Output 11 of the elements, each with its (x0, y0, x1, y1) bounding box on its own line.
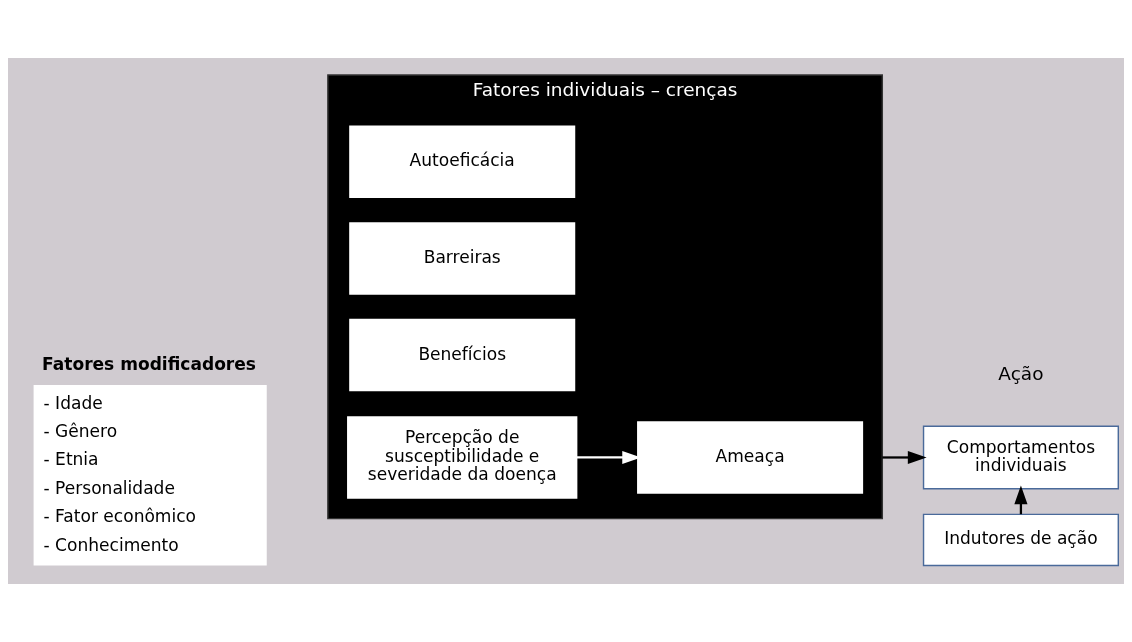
node-box: Comportamentos individuais (922, 425, 1119, 490)
node-box: Ameaça (637, 421, 864, 494)
arrow (882, 450, 927, 465)
node-box: Indutores de ação (922, 513, 1119, 567)
label: Ação (998, 362, 1044, 384)
node-label: Fatores modificadores (42, 354, 256, 375)
node-box: - Idade - Gênero - Etnia - Personalidade - Fator econômico - Conhecimento (33, 384, 267, 566)
node-box: Barreiras (349, 222, 576, 295)
node-box: Autoeficácia (349, 125, 576, 199)
node-box: Benefícios (349, 318, 576, 392)
node-box: Percepção de susceptibilidade e severidade da doença (347, 416, 578, 499)
